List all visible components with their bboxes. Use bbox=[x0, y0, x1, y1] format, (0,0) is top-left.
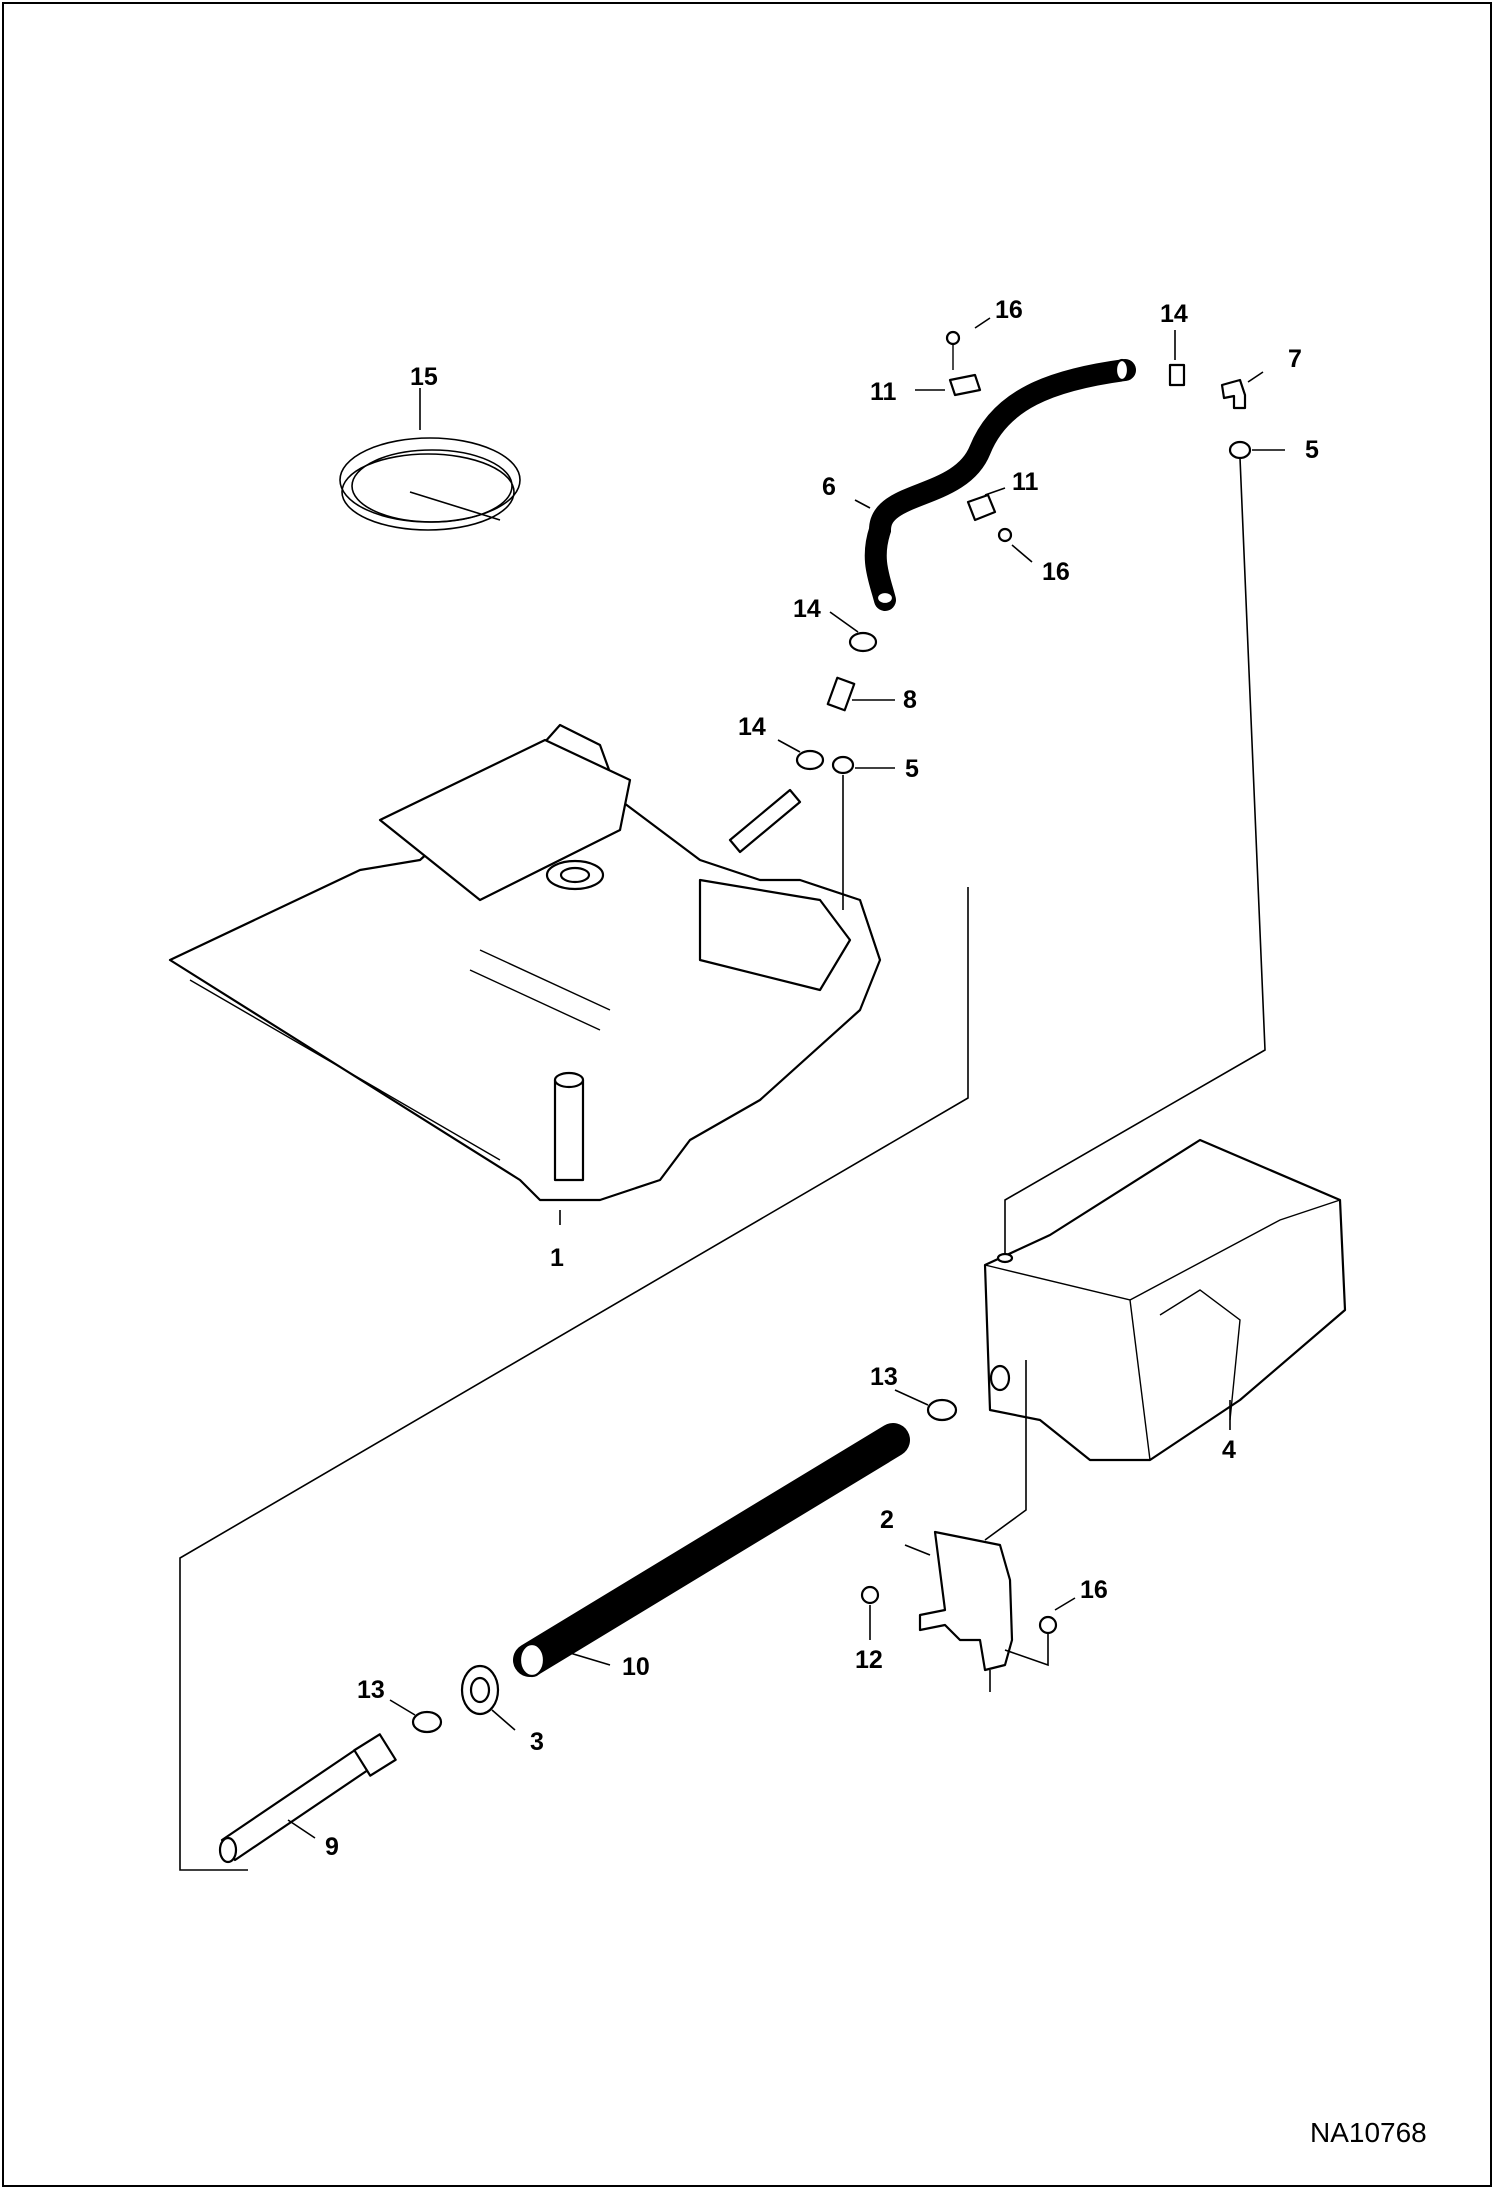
callout-13: 13 bbox=[870, 1363, 898, 1391]
callout-16: 16 bbox=[1080, 1576, 1108, 1604]
callout-16: 16 bbox=[1042, 558, 1070, 586]
clamp-13-top bbox=[926, 1398, 958, 1422]
callout-3: 3 bbox=[530, 1728, 544, 1756]
callout-10: 10 bbox=[622, 1653, 650, 1681]
callout-14: 14 bbox=[1160, 300, 1188, 328]
callout-15: 15 bbox=[410, 363, 438, 391]
callout-labels: 15 16 14 7 11 5 6 11 16 14 8 14 5 1 13 4… bbox=[325, 296, 1319, 1861]
bolt-12 bbox=[860, 1585, 880, 1605]
callout-13: 13 bbox=[357, 1676, 385, 1704]
elbow-fitting-7 bbox=[1220, 378, 1247, 410]
fuel-tank-part bbox=[168, 723, 882, 1202]
callout-11: 11 bbox=[870, 378, 897, 406]
callout-1: 1 bbox=[550, 1244, 564, 1272]
bolt-16-low bbox=[1038, 1615, 1058, 1635]
large-hose-part bbox=[513, 1423, 910, 1678]
callout-2: 2 bbox=[880, 1506, 894, 1534]
callout-12: 12 bbox=[855, 1646, 883, 1674]
drawing-code: NA10768 bbox=[1310, 2117, 1427, 2148]
callout-8: 8 bbox=[903, 686, 917, 714]
short-hose-stub bbox=[728, 788, 802, 854]
callout-14: 14 bbox=[738, 713, 766, 741]
vent-hose-part bbox=[864, 358, 1136, 611]
seal-3 bbox=[460, 1664, 500, 1716]
connector-8 bbox=[826, 676, 856, 712]
bracket-part bbox=[918, 1530, 1014, 1672]
callout-14: 14 bbox=[793, 595, 821, 623]
grommet-5-low bbox=[831, 755, 855, 775]
clamp-13-low bbox=[411, 1710, 443, 1734]
grommet-5-top bbox=[1228, 440, 1252, 460]
callout-5: 5 bbox=[1305, 436, 1319, 464]
clamp-14-top bbox=[1168, 363, 1186, 387]
reservoir-tank-part bbox=[983, 1138, 1347, 1462]
callout-5: 5 bbox=[905, 755, 919, 783]
callout-7: 7 bbox=[1288, 345, 1302, 373]
callout-4: 4 bbox=[1222, 1436, 1236, 1464]
callout-9: 9 bbox=[325, 1833, 339, 1861]
clip-11-top bbox=[945, 330, 982, 397]
clamp-14-low bbox=[795, 749, 825, 771]
callout-6: 6 bbox=[822, 473, 836, 501]
pipe-part bbox=[218, 1733, 397, 1864]
leader-lines bbox=[179, 317, 1285, 1871]
callout-16: 16 bbox=[995, 296, 1023, 324]
coiled-hose-part bbox=[339, 437, 521, 531]
clamp-14-mid bbox=[848, 631, 878, 653]
callout-11: 11 bbox=[1012, 468, 1039, 496]
clip-11-mid bbox=[966, 493, 1013, 543]
